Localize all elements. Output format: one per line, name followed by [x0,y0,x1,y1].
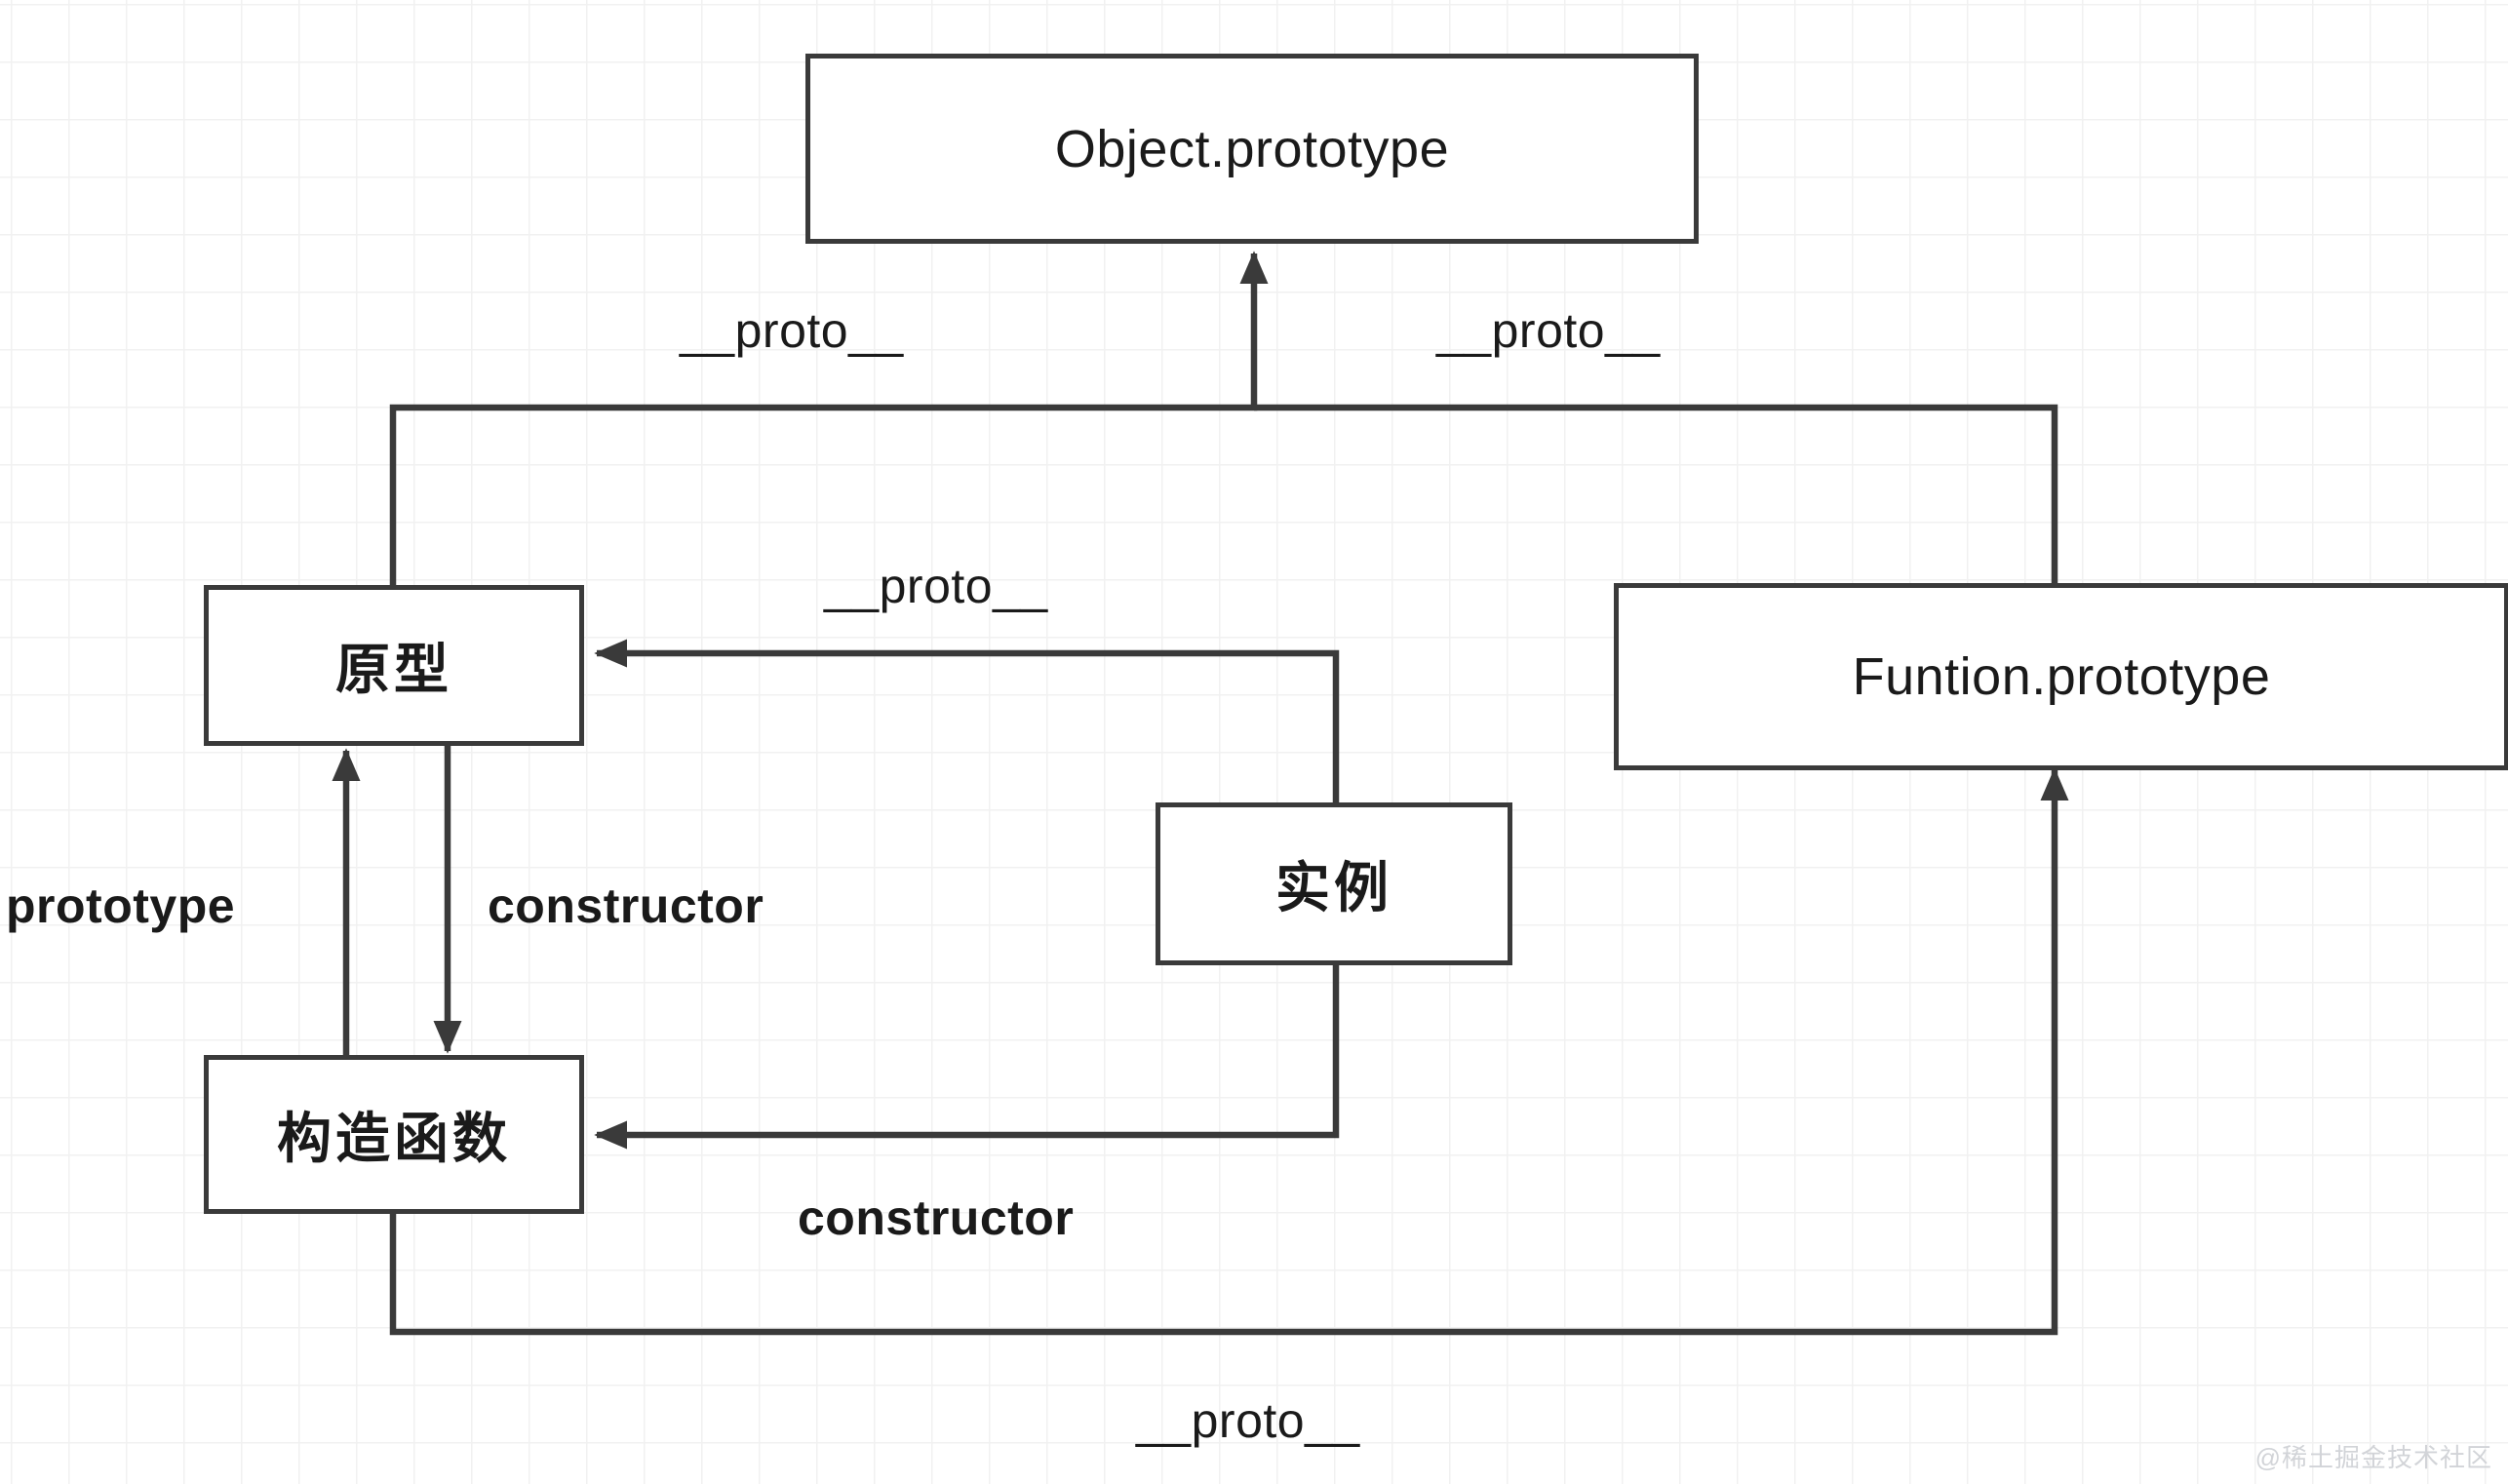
node-prototype-label: 原型 [335,639,452,700]
edge-instance-to-prototype [594,639,1340,802]
edge-label-text: __proto__ [1136,1393,1360,1448]
node-constructor-label: 构造函数 [277,1108,511,1169]
node-prototype[interactable]: 原型 [204,585,584,746]
node-instance-label: 实例 [1275,857,1392,918]
edge-label-text: constructor [488,879,764,933]
edge-label-text: __proto__ [680,303,904,358]
node-object-prototype[interactable]: Object.prototype [805,54,1699,244]
edge-label-constructor-to-funtion-prototype: __proto__ [1136,1392,1360,1449]
node-funtion-prototype-label: Funtion.prototype [1852,647,2271,706]
edge-instance-to-constructor [594,965,1340,1150]
edge-label-constructor-down: constructor [488,878,764,934]
edge-constructor-to-funtion-prototype [389,767,2069,1336]
node-funtion-prototype[interactable]: Funtion.prototype [1614,583,2508,770]
watermark: @稀土掘金技术社区 [2254,1443,2492,1472]
edge-label-proto-to-object-prototype: __proto__ [680,302,904,359]
edge-label-instance-to-prototype: __proto__ [824,558,1048,614]
edge-label-instance-constructor: constructor [798,1190,1074,1246]
edge-proto-to-object-prototype [389,251,1269,585]
edge-label-text: prototype [6,879,236,933]
edge-label-prototype: prototype [6,878,235,934]
edge-label-text: __proto__ [824,559,1048,613]
node-instance[interactable]: 实例 [1156,802,1512,965]
edge-label-text: constructor [798,1191,1075,1245]
node-constructor[interactable]: 构造函数 [204,1055,584,1214]
node-object-prototype-label: Object.prototype [1054,119,1450,178]
edge-funtion-prototype-to-object-prototype [1254,404,2058,583]
edge-label-text: __proto__ [1436,303,1661,358]
edge-label-funtion-prototype-to-object-prototype: __proto__ [1436,302,1661,359]
